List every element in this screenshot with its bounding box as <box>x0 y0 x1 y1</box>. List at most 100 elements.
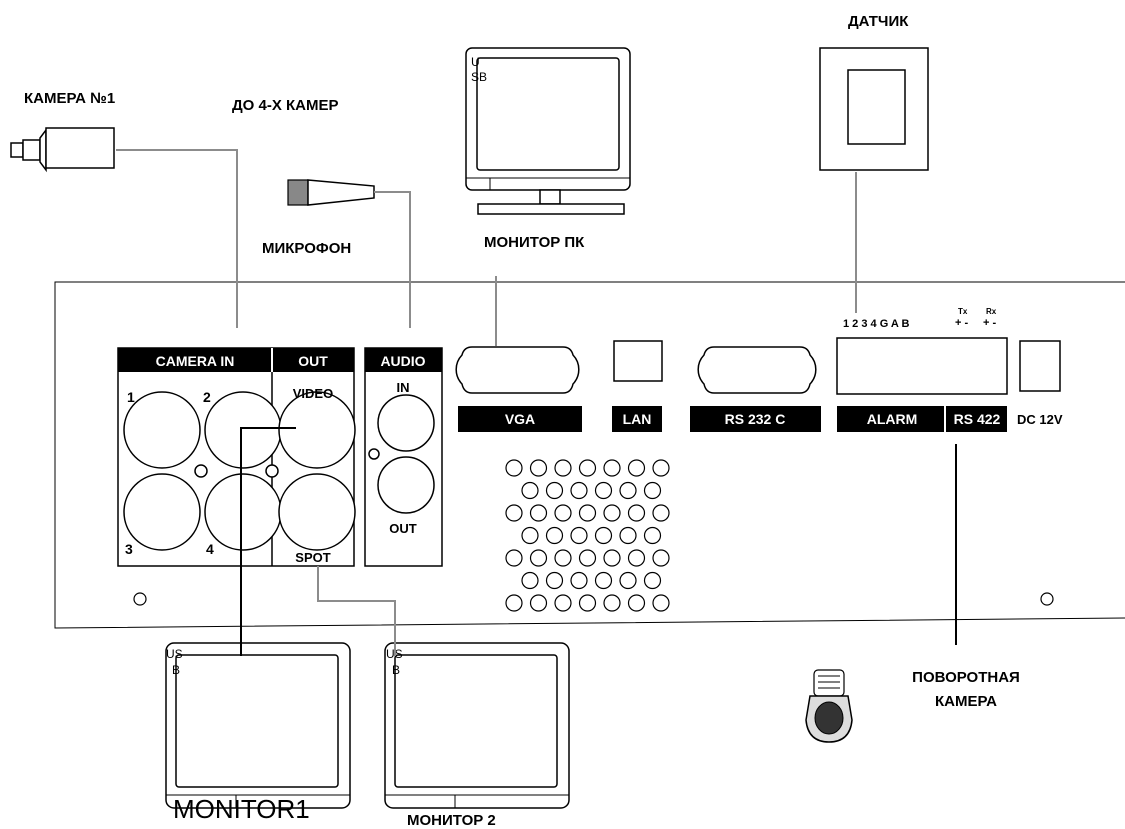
vent-hole <box>545 526 564 545</box>
vent-hole <box>652 594 670 612</box>
camera-in-block <box>117 347 356 567</box>
cable-monitor1 <box>240 427 296 656</box>
camera-input-3 <box>123 473 201 551</box>
rear-panel <box>54 281 1125 629</box>
vent-hole <box>578 549 597 567</box>
vent-hole <box>619 481 637 500</box>
ventilation-grid <box>505 459 670 612</box>
lan-port <box>613 340 663 382</box>
vent-hole <box>529 594 548 612</box>
channel-3-label: 3 <box>125 541 133 557</box>
camera1-label: КАМЕРА №1 <box>24 90 115 107</box>
monitor-1-usb-glyph-a: US <box>166 647 183 661</box>
vent-hole <box>643 481 662 500</box>
video-out-connector <box>278 391 356 469</box>
vent-hole <box>570 481 588 500</box>
vent-hole <box>554 459 572 477</box>
vent-hole <box>545 481 564 500</box>
mount-hole-left <box>133 592 147 606</box>
spot-out-connector <box>278 473 356 551</box>
pc-monitor-usb-glyph-a: U <box>471 55 480 69</box>
vent-hole <box>594 481 613 500</box>
vent-hole <box>505 504 523 522</box>
monitor1-label: MONITOR1 <box>173 794 310 824</box>
vent-hole <box>545 571 564 590</box>
audio-block <box>364 347 443 567</box>
tx-polarity: + - <box>955 317 968 329</box>
vent-hole <box>578 504 597 522</box>
vent-hole <box>505 549 523 567</box>
alarm-terminal-block <box>836 337 1008 395</box>
vent-hole <box>594 526 613 545</box>
vent-hole <box>578 459 597 477</box>
vent-hole <box>603 594 621 612</box>
vent-hole <box>603 504 621 522</box>
pc-monitor-usb-glyph-b: SB <box>471 70 487 84</box>
vent-hole <box>521 571 539 590</box>
dc-label: DC 12V <box>1017 412 1063 427</box>
rs422-label: RS 422 <box>954 411 1001 427</box>
vent-hole <box>554 549 572 567</box>
channel-2-label: 2 <box>203 389 211 405</box>
vent-hole <box>505 594 523 612</box>
vent-hole <box>643 571 662 590</box>
camera-in-label: CAMERA IN <box>156 353 235 369</box>
audio-in-connector <box>377 394 435 452</box>
microphone-device <box>287 179 375 206</box>
vent-hole <box>603 549 621 567</box>
alarm-label: ALARM <box>867 411 918 427</box>
audio-out-connector <box>377 456 435 514</box>
spot-label: SPOT <box>295 550 330 565</box>
out-label: OUT <box>298 353 328 369</box>
vent-hole <box>578 594 597 612</box>
rs232-port <box>697 346 817 394</box>
vent-hole <box>554 504 572 522</box>
vent-hole <box>643 526 662 545</box>
cable-monitor2 <box>317 566 396 656</box>
cable-microphone <box>374 191 411 328</box>
vent-hole <box>652 549 670 567</box>
terminal-numbers: 1 2 3 4 G A B <box>843 318 909 330</box>
monitor-2-usb-glyph-b: B <box>392 663 400 677</box>
vent-hole <box>505 459 523 477</box>
ptz-label-line1: ПОВОРОТНАЯ <box>912 669 1020 686</box>
vent-hole <box>627 594 646 612</box>
sensor-label: ДАТЧИК <box>848 13 909 30</box>
microphone-label: МИКРОФОН <box>262 240 351 257</box>
channel-1-label: 1 <box>127 389 135 405</box>
vga-label: VGA <box>505 411 535 427</box>
vga-port <box>455 346 580 394</box>
audio-in-label: IN <box>397 380 410 395</box>
ptz-camera-device <box>805 669 853 743</box>
vent-hole <box>529 549 548 567</box>
monitor-1-device <box>165 642 351 809</box>
vent-hole <box>529 504 548 522</box>
cable-camera1 <box>116 149 238 328</box>
rx-label: Rx <box>986 307 997 316</box>
monitor-1-usb-glyph-b: B <box>172 663 180 677</box>
vent-hole <box>570 526 588 545</box>
vent-hole <box>627 459 646 477</box>
channel-4-label: 4 <box>206 541 214 557</box>
monitor-2-device <box>384 642 570 809</box>
vent-hole <box>521 526 539 545</box>
vent-hole <box>594 571 613 590</box>
audio-label: AUDIO <box>380 353 425 369</box>
rx-polarity: + - <box>983 317 996 329</box>
audio-out-label: OUT <box>389 521 417 536</box>
up-to-4-cameras-label: ДО 4-Х КАМЕР <box>232 97 339 114</box>
sensor-device <box>819 47 929 171</box>
vent-hole <box>627 504 646 522</box>
ptz-label-line2: КАМЕРА <box>935 693 997 710</box>
video-label: VIDEO <box>293 386 333 401</box>
dc-power-jack <box>1019 340 1061 392</box>
vent-hole <box>554 594 572 612</box>
monitor2-label: МОНИТОР 2 <box>407 812 496 829</box>
lan-label: LAN <box>623 411 652 427</box>
vent-hole <box>603 459 621 477</box>
vent-hole <box>619 571 637 590</box>
vent-hole <box>627 549 646 567</box>
vent-hole <box>529 459 548 477</box>
tx-label: Tx <box>958 307 968 316</box>
pc-monitor-label: МОНИТОР ПК <box>484 234 585 251</box>
